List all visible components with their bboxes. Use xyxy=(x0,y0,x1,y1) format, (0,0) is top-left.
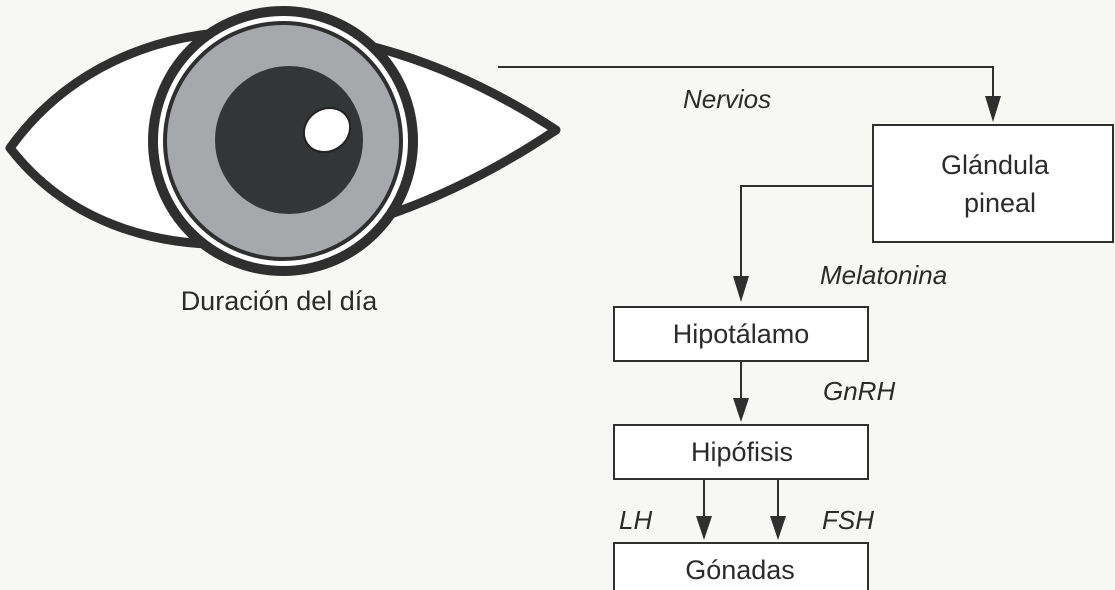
edge-label-nervios: Nervios xyxy=(683,84,771,114)
node-pineal: Glándula pineal xyxy=(873,125,1113,242)
edge-label-fsh: FSH xyxy=(822,505,874,535)
arrow-head xyxy=(985,96,1001,122)
edge-lh xyxy=(696,479,712,540)
node-gonadas-label: Gónadas xyxy=(685,555,795,585)
arrow-head xyxy=(770,516,786,540)
arrow-head xyxy=(733,276,749,302)
arrow-head xyxy=(733,398,749,422)
edge-label-lh: LH xyxy=(619,505,652,535)
eye-caption: Duración del día xyxy=(181,286,379,316)
edge-fsh xyxy=(770,479,786,540)
edge-hipotalamo-to-hipofisis xyxy=(733,361,749,422)
node-hipofisis: Hipófisis xyxy=(614,425,868,479)
arrow-head xyxy=(696,516,712,540)
edge-label-melatonina: Melatonina xyxy=(820,260,947,290)
node-hipofisis-label: Hipófisis xyxy=(691,437,793,467)
edge-label-gnrh: GnRH xyxy=(823,376,895,406)
node-pineal-line-2: pineal xyxy=(964,188,1036,218)
eye-icon xyxy=(10,11,556,271)
node-pineal-box xyxy=(873,125,1113,242)
node-hipotalamo-label: Hipotálamo xyxy=(673,319,810,349)
node-gonadas: Gónadas xyxy=(614,543,868,590)
node-pineal-line-1: Glándula xyxy=(941,150,1050,180)
node-hipotalamo: Hipotálamo xyxy=(614,307,868,361)
